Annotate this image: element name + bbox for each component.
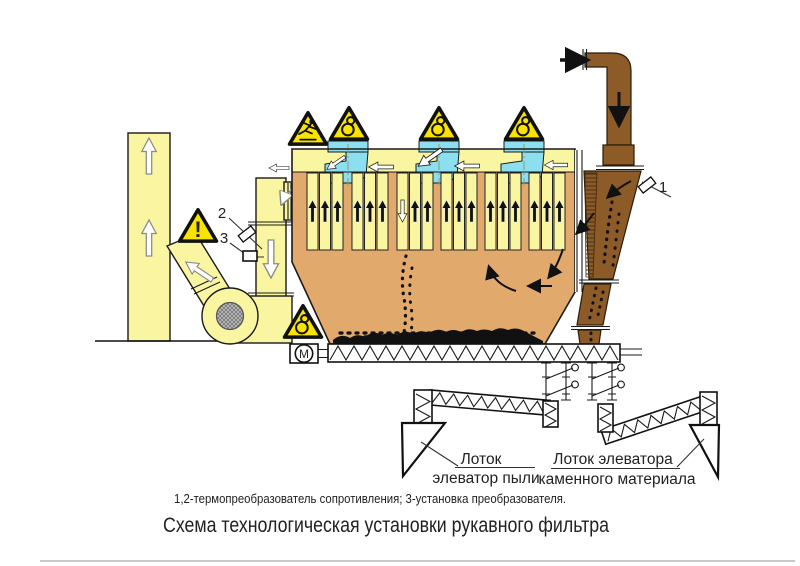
stone-tray-label-line1: Лоток элеватора: [553, 451, 673, 468]
callout-3-transducer: 3: [220, 230, 264, 262]
falling-material: [602, 200, 614, 266]
warning-rotating-parts-icon: [503, 105, 545, 141]
stone-tray-label: Лоток элеватора каменного материала: [538, 438, 705, 488]
warning-general-danger-icon: !: [177, 207, 219, 243]
callout-1-label: 1: [659, 179, 667, 196]
stone-elevator-tray: [597, 391, 718, 446]
figure-caption: 1,2-термопреобразователь сопротивления; …: [174, 491, 566, 506]
dust-elevator-boot: [400, 421, 448, 480]
dust-tray-label: Лоток элеватор пыли: [420, 441, 540, 487]
transducer-box-icon: [242, 250, 258, 262]
dust-tray-label-line1: Лоток: [461, 451, 502, 468]
callout-2-label: 2: [218, 205, 226, 222]
inlet-distribution-funnel: [571, 170, 642, 345]
screw-flights: [329, 344, 619, 362]
falling-material: [611, 212, 621, 268]
warning-rotating-parts-icon: [418, 105, 460, 141]
raw-gas-inlet-pipe: [560, 46, 644, 171]
flap-valve-right: [586, 362, 625, 401]
dust-elevator-tray: [413, 389, 559, 428]
figure-title: Схема технологическая установки рукавног…: [163, 513, 609, 537]
conveyor-motor: M: [289, 343, 328, 364]
exclamation-glyph: !: [194, 217, 201, 242]
gas-flow-arrows: [485, 248, 564, 294]
exhaust-fan: [201, 287, 293, 345]
thermo-sensor-icon: [637, 176, 657, 194]
motor-label: M: [299, 347, 309, 361]
warning-rotating-parts-icon: [328, 105, 370, 141]
distribution-screen: [584, 172, 598, 278]
callout-3-label: 3: [220, 230, 228, 247]
warning-slip-hazard-icon: [287, 110, 329, 146]
filter-bags: [306, 172, 566, 251]
callout-2-thermo-sensor: 2: [218, 205, 263, 250]
shaft-end: [620, 348, 642, 356]
left-arrow-icon: [268, 163, 290, 173]
falling-material: [587, 286, 605, 324]
falling-dust: [400, 254, 408, 334]
thermo-sensor-icon: [237, 225, 257, 243]
bag-filter-housing: [291, 110, 584, 345]
dust-tray-label-line2: элеватор пыли: [432, 470, 539, 487]
flap-valve-left: [540, 362, 579, 401]
warning-rotating-parts-icon: [282, 303, 324, 339]
clean-gas-stack: [127, 132, 171, 342]
callout-1-thermo-sensor: 1: [637, 176, 672, 198]
flow-arrow: [605, 180, 632, 200]
screw-conveyor: [327, 343, 642, 363]
stone-elevator-boot: [688, 423, 721, 482]
flow-arrow: [574, 212, 595, 236]
stone-tray-label-line2: каменного материала: [538, 471, 695, 488]
fan-shaft-icon: [215, 301, 245, 331]
